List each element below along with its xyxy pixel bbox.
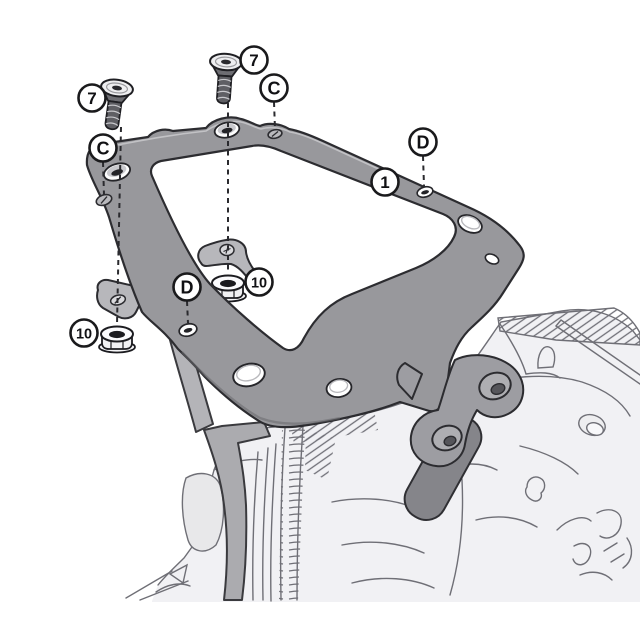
countersunk-screw-left — [100, 78, 134, 131]
plate-hole-D-mid — [178, 322, 198, 338]
seat-seam-hatch — [305, 430, 336, 480]
plate-hole-C-left — [95, 193, 113, 207]
bracket-rivet-top-center — [490, 383, 506, 395]
center-mount-arm — [197, 238, 259, 282]
plate-hole-C-top — [267, 128, 283, 140]
callout-label: 1 — [380, 173, 389, 192]
callout-label: C — [268, 79, 281, 99]
plate-hole-oval-bottom-1 — [232, 362, 266, 388]
callout-label: 10 — [251, 276, 267, 292]
center-seam-ticks — [279, 426, 305, 601]
panel-arch — [537, 346, 556, 369]
callout-label: 7 — [249, 51, 258, 70]
callout-10-center: 10 — [244, 267, 274, 297]
left-grab-blob — [181, 472, 225, 552]
plate-hole-D-right — [416, 185, 434, 199]
tail-cowl-hatch — [497, 307, 640, 346]
latch-detail — [524, 476, 546, 502]
plate-bottom-shade — [181, 351, 341, 425]
grab-rail-line-1 — [555, 325, 640, 385]
assembly-axis-lines — [102, 101, 425, 326]
main-tube-strut — [203, 421, 271, 601]
axis-screw-left — [116, 126, 122, 326]
bracket-hook — [396, 362, 423, 400]
callout-D-right: D — [408, 127, 438, 157]
grab-rail-line-2 — [555, 319, 640, 376]
callout-C-left: C — [88, 133, 118, 163]
axis-C-top — [273, 101, 276, 130]
callout-10-left: 10 — [69, 318, 99, 348]
callout-label: 10 — [76, 327, 92, 343]
kit-side-struts — [169, 334, 271, 601]
callout-label: C — [97, 139, 110, 159]
plate-hole-oval-bottom-2 — [325, 377, 353, 399]
plate-hole-oval-right-1 — [457, 214, 483, 234]
plate-top-highlight — [99, 120, 399, 179]
tail-panel-edge — [499, 323, 561, 379]
plate-hole-screw-left — [103, 162, 131, 182]
rear-mount-bracket — [396, 354, 525, 468]
callout-1-plate: 1 — [370, 167, 400, 197]
callout-C-top: C — [259, 73, 289, 103]
callout-D-mid: D — [172, 272, 202, 302]
axis-D-mid — [186, 300, 189, 324]
callout-label: 7 — [87, 89, 96, 108]
callout-label: D — [181, 278, 194, 298]
countersunk-screw-center — [209, 52, 243, 105]
axis-D-right — [422, 155, 425, 187]
bracket-rivet-bottom-center — [443, 435, 457, 447]
flange-nut-left — [98, 325, 136, 354]
mounting-plate — [85, 116, 525, 429]
plate-hole-screw-center — [213, 121, 241, 139]
callout-7-left: 7 — [77, 83, 107, 113]
plate-hole-oval-right-2 — [484, 253, 500, 265]
footpeg-point — [168, 563, 189, 585]
center-seam-left-edge — [279, 427, 286, 601]
callout-7-center: 7 — [239, 45, 269, 75]
center-seam-right-edge — [296, 425, 304, 601]
callouts: 7 7 C C D 1 D 10 — [69, 45, 438, 348]
callout-label: D — [417, 133, 430, 153]
round-boss-inner — [586, 422, 604, 436]
